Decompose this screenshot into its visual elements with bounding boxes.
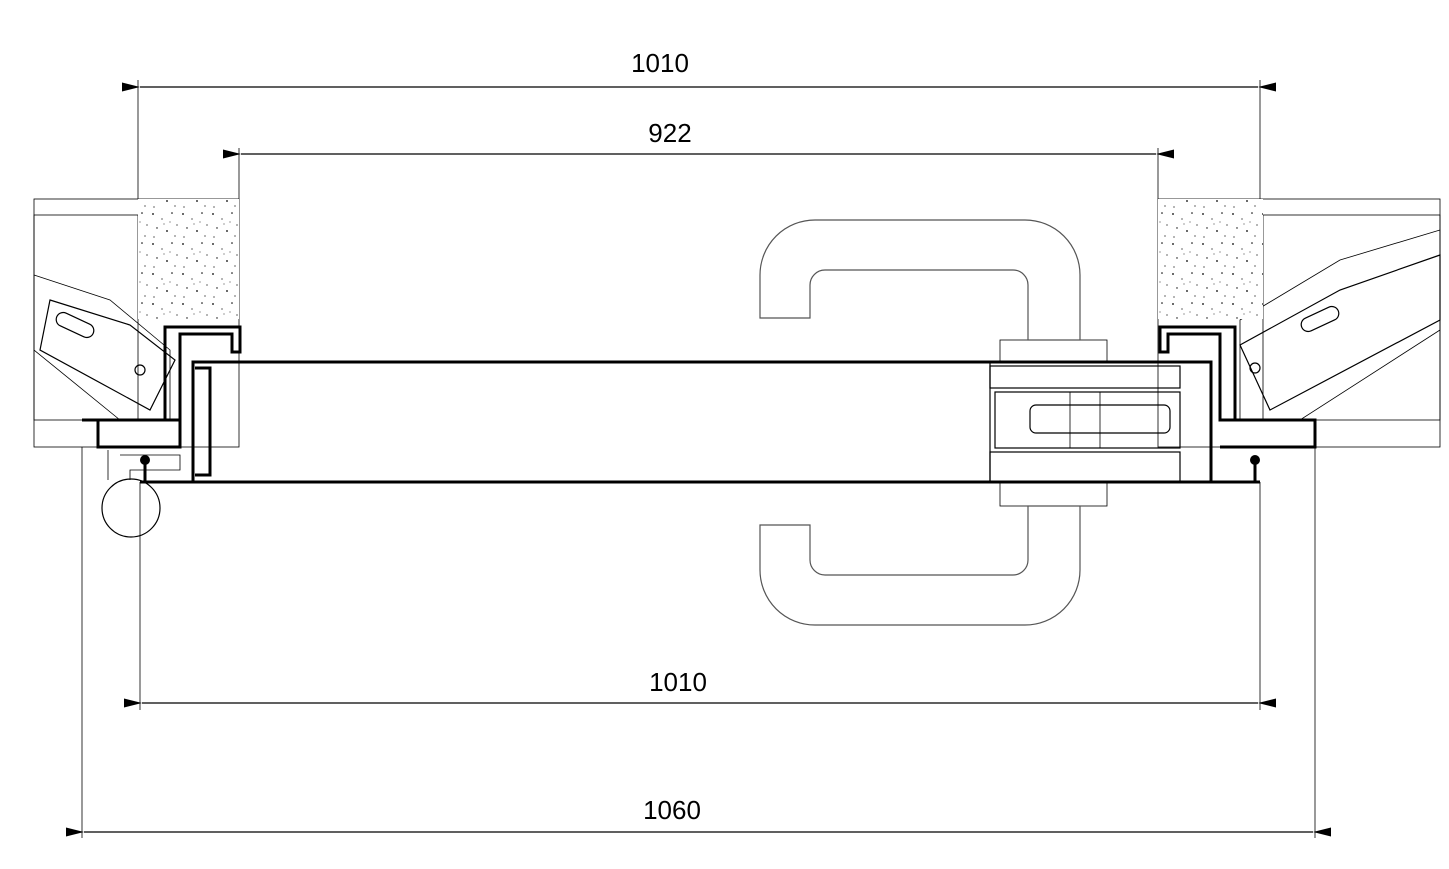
right-anchor (1239, 254, 1441, 411)
right-wall (1157, 198, 1441, 448)
dimension-label-top-inner: 922 (648, 118, 691, 148)
dimension-label-bottom-inner: 1010 (649, 667, 707, 697)
dimension-label-bottom-outer: 1060 (643, 795, 701, 825)
dimension-label-top-outer: 1010 (631, 48, 689, 78)
left-anchor (39, 299, 176, 411)
lever-handle-top (759, 219, 1081, 341)
door-leaf (191, 339, 1213, 507)
lever-handle-bottom (759, 505, 1081, 626)
dimension-bottom-outer: 1060 (66, 447, 1331, 838)
left-wall (33, 198, 240, 448)
hinge-detail (101, 450, 181, 538)
dimension-top-outer: 1010 (122, 48, 1276, 199)
dimension-bottom-inner: 1010 (124, 482, 1276, 710)
dimension-top-inner: 922 (223, 118, 1174, 199)
